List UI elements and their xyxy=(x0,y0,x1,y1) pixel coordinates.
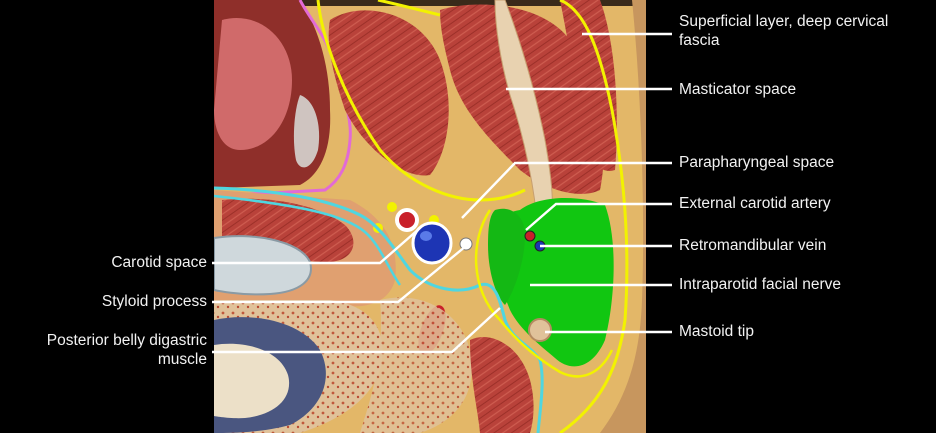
label-superficial-layer: Superficial layer, deep cervical fascia xyxy=(679,12,888,50)
external-carotid-dot xyxy=(525,231,535,241)
label-mastoid-tip: Mastoid tip xyxy=(679,322,754,341)
label-intraparotid-facial-nerve: Intraparotid facial nerve xyxy=(679,275,841,294)
internal-carotid-lumen xyxy=(399,212,415,228)
label-parapharyngeal-space: Parapharyngeal space xyxy=(679,153,834,172)
label-carotid-space: Carotid space xyxy=(111,253,207,272)
cross-section-image xyxy=(214,0,646,433)
label-masticator-space: Masticator space xyxy=(679,80,796,99)
label-posterior-belly-digastric: Posterior belly digastric muscle xyxy=(47,331,207,369)
label-retromandibular-vein: Retromandibular vein xyxy=(679,236,826,255)
jugular-highlight xyxy=(420,231,432,241)
label-external-carotid-artery: External carotid artery xyxy=(679,194,831,213)
mastoid-tip-bone xyxy=(529,319,551,341)
yellow-node-2 xyxy=(387,202,397,212)
label-styloid-process: Styloid process xyxy=(102,292,207,311)
